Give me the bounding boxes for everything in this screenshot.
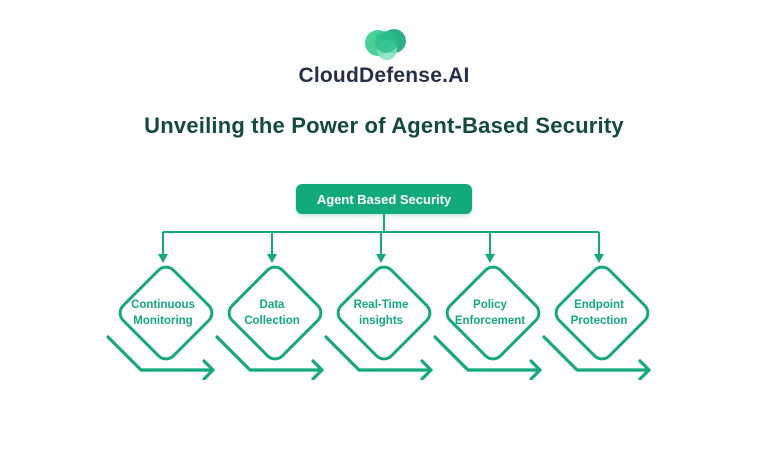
node-label-line1: Real-Time xyxy=(353,299,409,311)
node-label-line2: Monitoring xyxy=(133,314,193,327)
node-label-line2: Collection xyxy=(244,314,300,327)
node-label: Endpoint Protection xyxy=(539,298,659,329)
node-label-line2: Protection xyxy=(570,314,628,327)
diamond-node-continuous-monitoring: Continuous Monitoring xyxy=(103,260,223,382)
diamond-node-policy-enforcement: Policy Enforcement xyxy=(430,260,550,382)
connector-lines xyxy=(158,213,604,263)
arrow-right-icon xyxy=(106,335,215,380)
cloud-icon xyxy=(365,29,406,60)
brand-logo: CloudDefense.AI xyxy=(0,20,768,88)
root-node-agent-based-security: Agent Based Security xyxy=(296,184,472,214)
node-label-line2: Enforcement xyxy=(454,314,526,327)
node-label: Policy Enforcement xyxy=(430,298,550,329)
node-label-line1: Continuous xyxy=(131,299,195,311)
arrow-down-icon xyxy=(267,254,277,263)
root-node-label: Agent Based Security xyxy=(316,191,452,207)
arrow-down-icon xyxy=(376,254,386,263)
arrow-down-icon xyxy=(158,254,168,263)
node-label-line2: insights xyxy=(358,314,404,327)
node-label-line1: Data xyxy=(259,299,285,311)
arrow-right-icon xyxy=(215,335,324,380)
diamond-node-real-time-insights: Real-Time insights xyxy=(321,260,441,382)
arrow-down-icon xyxy=(594,254,604,263)
node-label: Real-Time insights xyxy=(321,298,441,329)
page-title: Unveiling the Power of Agent-Based Secur… xyxy=(144,113,624,138)
arrow-down-icon xyxy=(485,254,495,263)
arrow-right-icon xyxy=(324,335,433,380)
diamond-node-data-collection: Data Collection xyxy=(212,260,332,382)
brand-name: CloudDefense.AI xyxy=(298,64,470,87)
node-label-line1: Policy xyxy=(473,299,507,311)
arrow-right-icon xyxy=(433,335,542,380)
arrow-right-icon xyxy=(542,335,651,380)
node-label: Continuous Monitoring xyxy=(103,298,223,329)
node-label-line1: Endpoint xyxy=(574,299,624,311)
diamond-node-endpoint-protection: Endpoint Protection xyxy=(539,260,659,382)
node-label: Data Collection xyxy=(212,298,332,329)
